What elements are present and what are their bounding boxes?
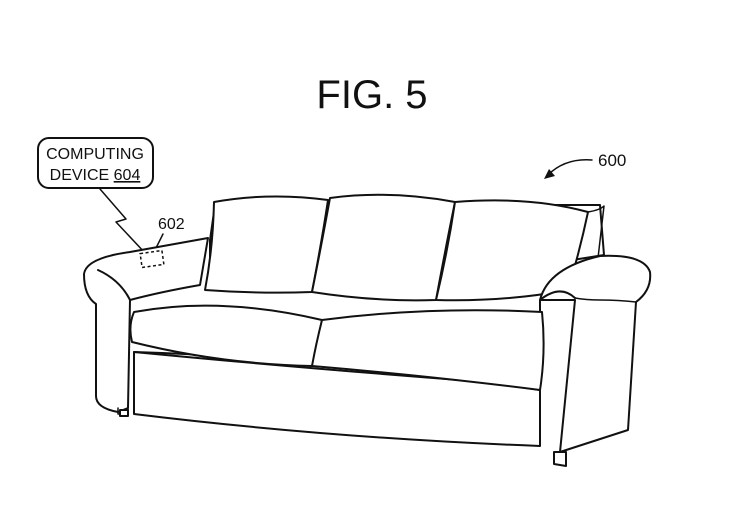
seat-cushion-right: [311, 309, 545, 391]
device-label-line2: DEVICE 604: [50, 167, 141, 184]
sensor-pad: [139, 249, 165, 269]
sofa-reference-arrow: [544, 159, 593, 179]
device-reference-number: 604: [114, 167, 141, 184]
foot-right: [553, 451, 567, 467]
back-cushion-left: [204, 195, 329, 294]
sofa-drawing: [83, 193, 652, 467]
sofa-reference-label: 600: [598, 151, 626, 170]
figure-title: FIG. 5: [316, 73, 427, 117]
foot-left: [119, 409, 129, 417]
arm-right: [539, 254, 652, 453]
back-cushion-middle: [311, 193, 456, 302]
computing-device-callout: COMPUTING DEVICE 604: [37, 137, 154, 189]
device-label-line1: COMPUTING: [46, 146, 144, 163]
wireless-link-bolt-icon: [99, 188, 147, 255]
sensor-reference-label: 602: [158, 216, 185, 233]
